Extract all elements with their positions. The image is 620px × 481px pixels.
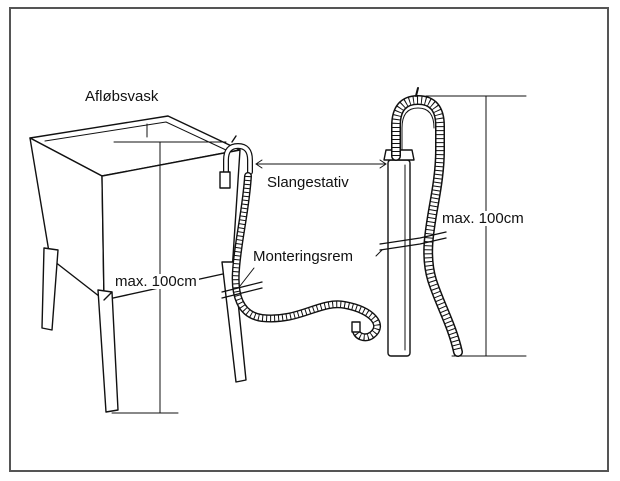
sink-leg-front-right xyxy=(221,261,247,383)
label-max-height-stand: max. 100cm xyxy=(440,210,526,227)
label-max-height-sink: max. 100cm xyxy=(113,273,199,290)
sink-leg-front-left xyxy=(97,289,119,413)
label-hose-stand: Slangestativ xyxy=(265,174,351,191)
sink-hose-hook xyxy=(219,135,253,189)
label-mounting-strap: Monteringsrem xyxy=(251,248,356,265)
dimension-stand-height xyxy=(425,95,527,357)
mounting-strap-stand xyxy=(379,231,447,251)
sink xyxy=(29,115,247,413)
stand-hose-loop xyxy=(391,87,463,357)
label-sink: Afløbsvask xyxy=(85,88,159,105)
hose-stand xyxy=(383,149,415,357)
drain-hose xyxy=(231,172,382,342)
sink-leg-back-left xyxy=(41,247,59,331)
mounting-strap-sink xyxy=(221,281,263,299)
dimension-horizontal-distance xyxy=(255,159,387,169)
stand-post xyxy=(387,159,411,357)
